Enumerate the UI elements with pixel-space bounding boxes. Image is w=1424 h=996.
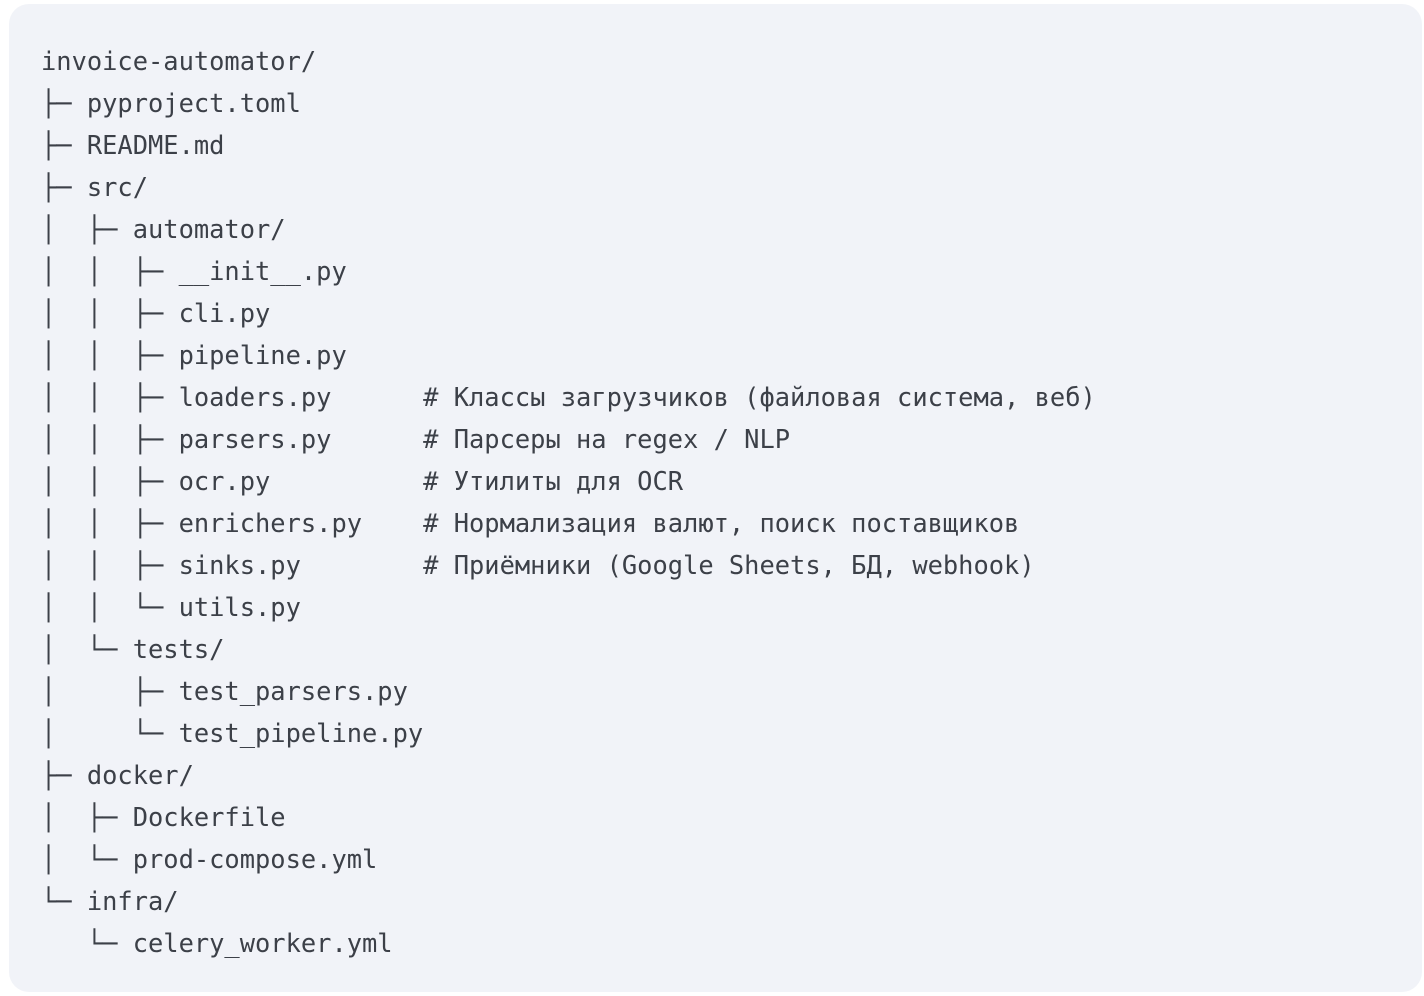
file-tree-line: │ ├─ test_parsers.py — [41, 676, 408, 706]
file-tree-line: ├─ src/ — [41, 172, 149, 202]
file-tree-line: │ └─ test_pipeline.py — [41, 718, 424, 748]
file-tree-line: │ │ ├─ parsers.py # Парсеры на regex / N… — [41, 424, 791, 454]
file-tree-line: │ │ └─ utils.py — [41, 592, 301, 622]
file-tree-line: invoice-automator/ — [41, 46, 317, 76]
file-tree-line: │ │ ├─ enrichers.py # Нормализация валют… — [41, 508, 1020, 538]
file-tree-line: │ │ ├─ loaders.py # Классы загрузчиков (… — [41, 382, 1096, 412]
file-tree-line: └─ infra/ — [41, 886, 179, 916]
file-tree: invoice-automator/ ├─ pyproject.toml ├─ RE… — [41, 40, 1096, 964]
code-block: invoice-automator/ ├─ pyproject.toml ├─ RE… — [9, 4, 1422, 992]
file-tree-line: ├─ README.md — [41, 130, 225, 160]
file-tree-line: │ └─ tests/ — [41, 634, 225, 664]
file-tree-line: └─ celery_worker.yml — [41, 928, 393, 958]
file-tree-line: │ │ ├─ pipeline.py — [41, 340, 347, 370]
file-tree-line: ├─ docker/ — [41, 760, 194, 790]
file-tree-line: │ │ ├─ __init__.py — [41, 256, 347, 286]
file-tree-line: │ │ ├─ cli.py — [41, 298, 271, 328]
file-tree-line: │ ├─ Dockerfile — [41, 802, 286, 832]
file-tree-line: │ └─ prod-compose.yml — [41, 844, 378, 874]
file-tree-line: ├─ pyproject.toml — [41, 88, 301, 118]
file-tree-line: │ ├─ automator/ — [41, 214, 286, 244]
file-tree-line: │ │ ├─ ocr.py # Утилиты для OCR — [41, 466, 684, 496]
file-tree-line: │ │ ├─ sinks.py # Приёмники (Google Shee… — [41, 550, 1035, 580]
